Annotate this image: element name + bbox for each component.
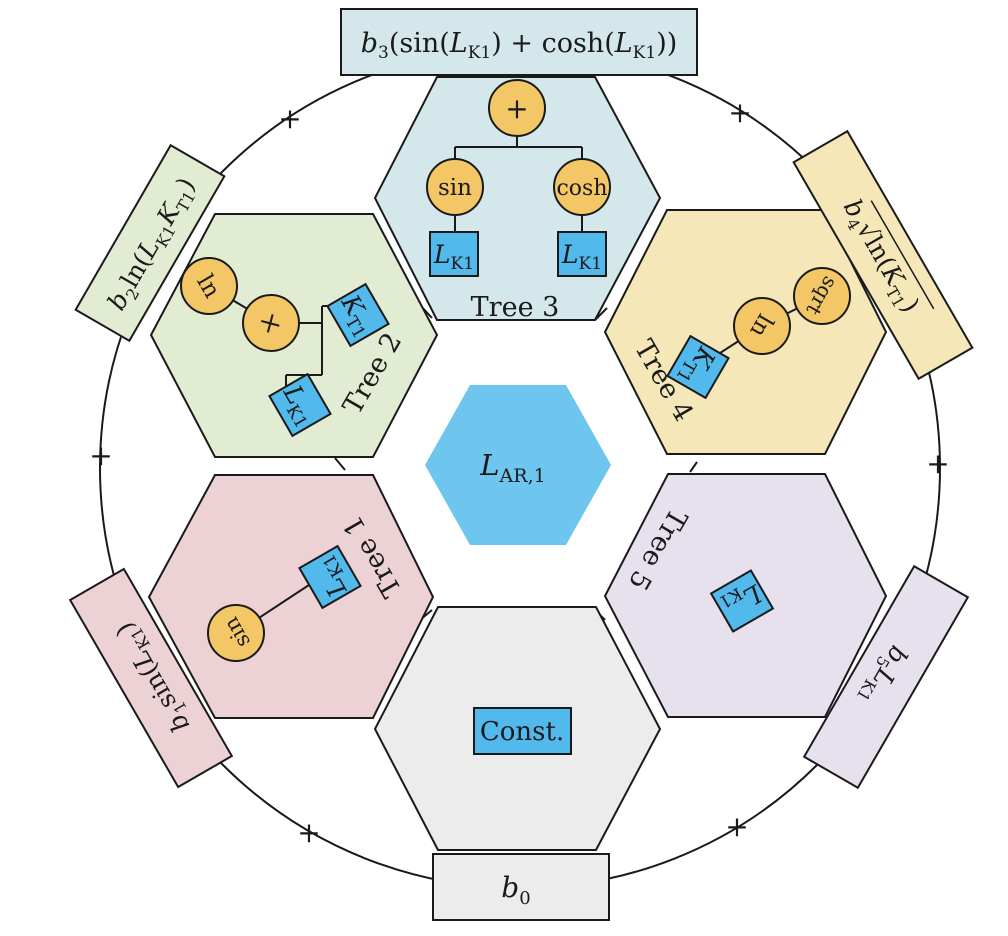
plus-sign-upper-right: + — [728, 96, 751, 129]
tree-3-plus-node — [488, 79, 546, 137]
tree-2-leaf-lk1 — [268, 372, 332, 438]
label-b1-box — [68, 567, 234, 789]
label-b3-var1-sub: K1 — [468, 43, 492, 63]
const-label: Const. — [480, 717, 564, 747]
plus-sign-upper-left: + — [278, 102, 301, 135]
plus-sign-lower-right: + — [725, 810, 748, 843]
label-b5-box — [802, 564, 970, 790]
tree-3-leaf-left-sub: K1 — [451, 254, 475, 274]
label-b1: b1sin(LK1) — [68, 567, 234, 789]
tree-1-hexagon: sin LK1 Tree 1 — [147, 474, 435, 719]
tree-4-ln-node — [733, 297, 791, 355]
tree-3-title: Tree 3 — [471, 292, 560, 323]
plus-sign-right: + — [926, 447, 949, 480]
tree-2-times-node — [242, 294, 300, 352]
tree-3-leaf-left — [429, 231, 479, 277]
tree-3-leaf-right — [557, 231, 607, 277]
tree-4-leaf-kt1 — [666, 334, 730, 400]
tree-4-sqrt-node — [793, 267, 851, 325]
const-leaf — [473, 707, 572, 755]
tree-3-sin-label: sin — [438, 175, 472, 201]
label-b3-coef: b — [361, 28, 378, 59]
tree-1-sin-node — [207, 604, 265, 662]
label-b4: b4√ln(KT1) — [792, 129, 974, 381]
label-b3-var1: L — [449, 28, 468, 59]
tree-3-leaf-right-var: L — [561, 240, 579, 269]
label-b3-p3: )) — [656, 28, 677, 59]
label-b4-box — [792, 129, 974, 381]
label-b2: b2ln(LK1KT1) — [74, 143, 226, 343]
tree-5-hexagon: LK1 Tree 5 — [603, 473, 888, 718]
label-b0-box — [432, 853, 610, 921]
tree-3-hexagon: + sin cosh LK1 LK1 Tree 3 — [373, 76, 662, 323]
svg-text:LK1: LK1 — [561, 240, 602, 274]
label-b5: b5LK1 — [802, 564, 970, 790]
label-b3-var2-sub: K1 — [633, 43, 657, 63]
svg-text:LAR,1: LAR,1 — [479, 448, 545, 487]
tree-2-hexagon: ln × KT1 LK1 Tree 2 — [149, 213, 439, 458]
tree-1-leaf-lk1 — [298, 544, 362, 610]
svg-text:b3(sin(LK1) + cosh(LK1)): b3(sin(LK1) + cosh(LK1)) — [361, 28, 678, 63]
svg-text:LK1: LK1 — [433, 240, 474, 274]
tree-3-plus-label: + — [505, 92, 528, 125]
label-b3-box — [340, 8, 698, 76]
tree-2-leaf-kt1 — [326, 282, 390, 348]
tree-3-leaf-left-var: L — [433, 240, 451, 269]
label-b0-coef: b — [501, 871, 519, 904]
label-b3-p2: ) + cosh( — [491, 28, 614, 59]
center-var: L — [479, 448, 499, 482]
center-sub: AR,1 — [499, 465, 546, 487]
tree-2-ln-node — [180, 257, 238, 315]
tree-3-leaf-right-sub: K1 — [579, 254, 603, 274]
label-b3: b3(sin(LK1) + cosh(LK1)) — [340, 8, 698, 76]
label-b4-radical-bar — [870, 200, 935, 310]
plus-sign-left: + — [89, 439, 112, 472]
label-b3-coef-sub: 3 — [378, 43, 389, 63]
label-b2-box — [74, 143, 226, 343]
label-b0-coef-sub: 0 — [519, 888, 530, 909]
const-hexagon: Const. — [373, 606, 662, 851]
svg-text:b0: b0 — [501, 871, 530, 909]
center-hexagon-shape — [425, 385, 611, 545]
tree-5-leaf-lk1 — [709, 569, 775, 633]
label-b3-p1: (sin( — [389, 28, 450, 59]
tree-3-cosh-label: cosh — [556, 176, 607, 201]
tree-3-cosh-node — [553, 158, 611, 216]
label-b3-var2: L — [614, 28, 633, 59]
plus-signs: + + + + + + — [89, 96, 949, 849]
plus-sign-lower-left: + — [297, 816, 320, 849]
center-hexagon: LAR,1 — [425, 385, 611, 545]
tree-3-sin-node — [426, 158, 484, 216]
label-b0: b0 — [432, 853, 610, 921]
